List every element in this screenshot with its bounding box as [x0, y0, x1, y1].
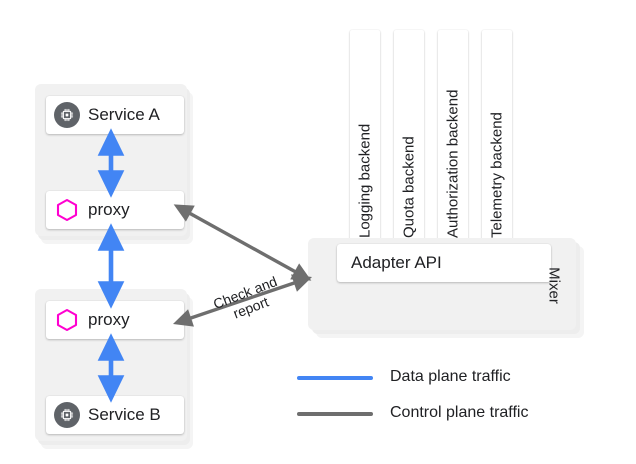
legend-label-data-plane: Data plane traffic: [390, 368, 511, 385]
check-and-report-label: Check and report: [197, 268, 298, 332]
chip-icon: [54, 402, 80, 428]
legend-label-control-plane: Control plane traffic: [390, 404, 529, 421]
arrow-proxy-a-to-mixer: [173, 204, 312, 281]
hexagon-icon: [54, 307, 80, 333]
service-a-label: Service A: [88, 105, 160, 124]
backend-column-authorization[interactable]: Authorization backend: [438, 30, 468, 248]
mixer-label: Mixer: [545, 267, 563, 304]
service-a-proxy-box[interactable]: proxy: [46, 191, 184, 229]
backend-label: Quota backend: [400, 136, 418, 238]
service-b-proxy-box[interactable]: proxy: [46, 301, 184, 339]
service-b-box[interactable]: Service B: [46, 396, 184, 434]
chip-icon: [54, 102, 80, 128]
legend-swatch-data-plane: [297, 376, 373, 380]
backend-label: Logging backend: [356, 123, 374, 238]
hexagon-icon: [54, 197, 80, 223]
service-b-label: Service B: [88, 405, 161, 424]
backend-label: Authorization backend: [444, 89, 462, 238]
service-a-proxy-label: proxy: [88, 200, 130, 219]
backend-column-logging[interactable]: Logging backend: [350, 30, 380, 248]
service-b-proxy-label: proxy: [88, 310, 130, 329]
backend-column-telemetry[interactable]: Telemetry backend: [482, 30, 512, 248]
backend-label: Telemetry backend: [488, 112, 506, 238]
adapter-api-box[interactable]: Adapter API: [337, 244, 551, 282]
legend-swatch-control-plane: [297, 412, 373, 416]
backend-column-quota[interactable]: Quota backend: [394, 30, 424, 248]
adapter-api-label: Adapter API: [351, 253, 442, 272]
service-a-box[interactable]: Service A: [46, 96, 184, 134]
